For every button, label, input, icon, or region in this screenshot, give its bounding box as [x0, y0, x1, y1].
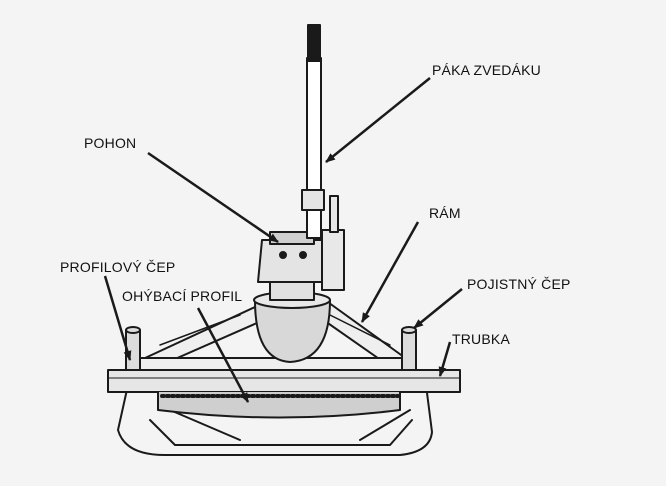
leader-safety-pin: [413, 288, 463, 329]
label-bending-profile: OHÝBACÍ PROFIL: [122, 288, 243, 304]
leader-tube: [438, 341, 452, 377]
label-profile-pin: PROFILOVÝ ČEP: [60, 259, 176, 275]
tube: [107, 369, 461, 393]
ram-cylinder: [254, 299, 331, 363]
reservoir: [321, 229, 345, 291]
safety-pin: [401, 329, 417, 371]
label-tube: TRUBKA: [452, 331, 510, 347]
leader-lift-lever: [325, 77, 431, 163]
label-frame: RÁM: [429, 205, 461, 221]
base-rib: [169, 409, 411, 441]
base-inner: [149, 419, 413, 446]
base-plate: [117, 384, 433, 456]
label-safety-pin: POJISTNÝ ČEP: [467, 276, 571, 292]
label-lift-lever: PÁKA ZVEDÁKU: [432, 62, 541, 78]
drive-block: [257, 239, 331, 283]
frame-crossbar: [129, 357, 416, 371]
label-drive: POHON: [84, 135, 137, 151]
leader-bending-profile: [196, 307, 250, 403]
leader-frame: [360, 221, 420, 323]
leader-profile-pin: [103, 275, 132, 361]
leader-drive: [147, 151, 279, 244]
bending-profile: [157, 391, 401, 419]
